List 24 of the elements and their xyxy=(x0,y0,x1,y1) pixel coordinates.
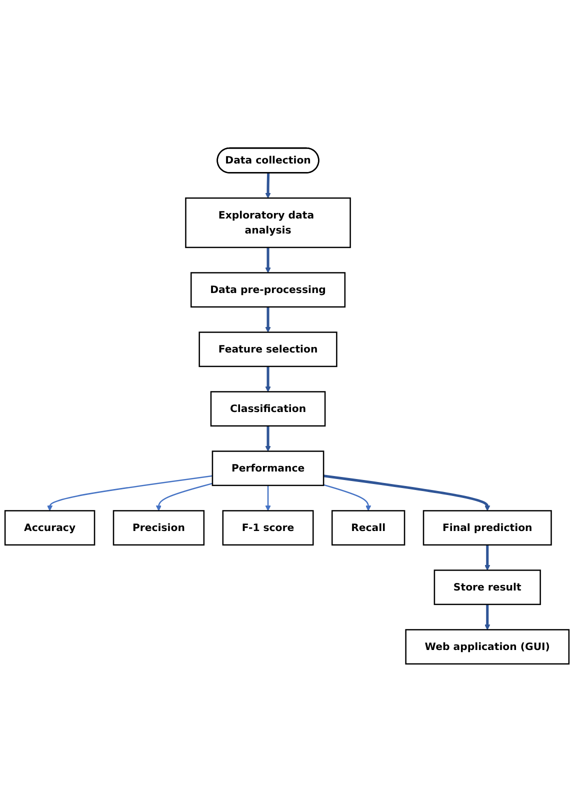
node-box: Data pre-processing xyxy=(190,272,346,308)
node-box: F-1 score xyxy=(222,510,314,546)
node-box: Performance xyxy=(212,450,324,486)
node-box: Classification xyxy=(210,391,326,427)
arrow xyxy=(323,484,372,511)
arrow xyxy=(265,306,271,333)
arrow xyxy=(47,475,213,511)
arrow xyxy=(265,426,271,452)
node-box: Accuracy xyxy=(4,510,96,546)
node-box: Precision xyxy=(112,510,205,546)
node-box: Store result xyxy=(434,570,541,606)
node-box: Web application (GUI) xyxy=(405,629,570,665)
arrow xyxy=(265,247,271,274)
node-box: Recall xyxy=(331,510,406,546)
node-box: Feature selection xyxy=(198,332,338,368)
arrow xyxy=(265,485,271,511)
arrow xyxy=(323,474,490,511)
arrow xyxy=(265,173,271,198)
node-box: Final prediction xyxy=(422,510,552,546)
arrow xyxy=(265,366,271,392)
arrow xyxy=(156,482,213,511)
arrow xyxy=(484,604,490,630)
node-box: Exploratory data analysis xyxy=(185,197,351,248)
arrow xyxy=(484,544,490,570)
